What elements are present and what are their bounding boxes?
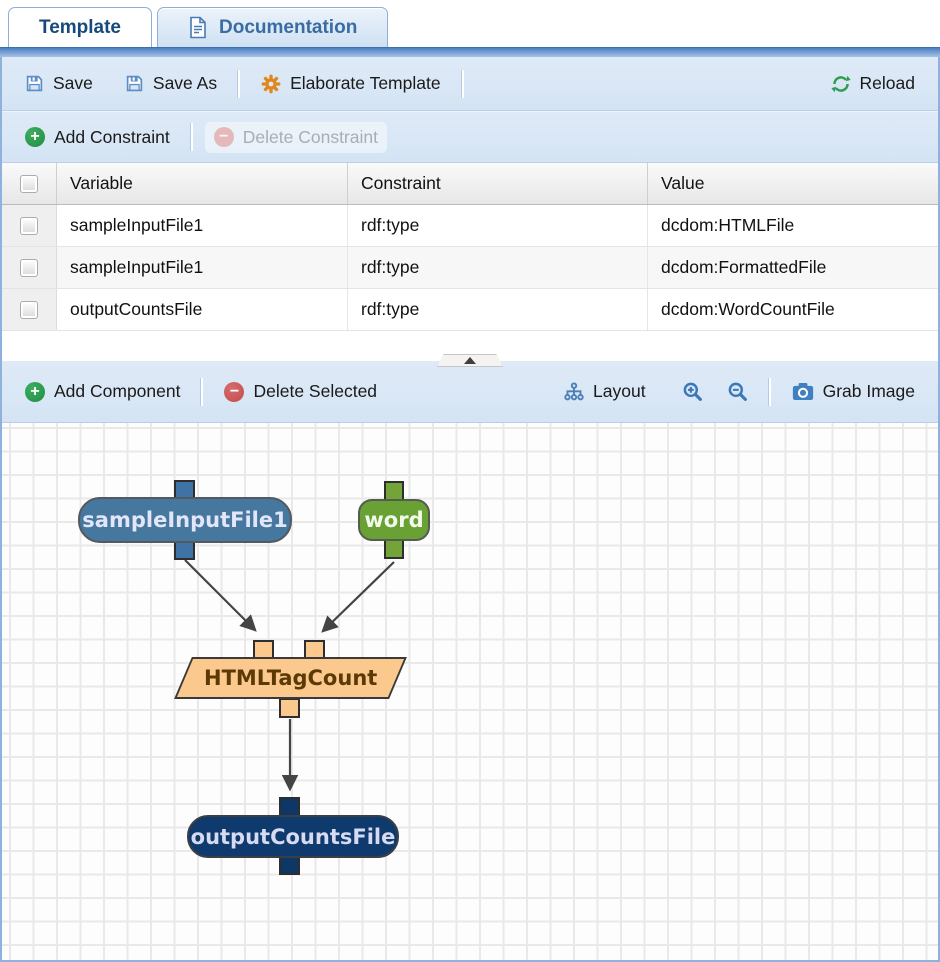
zoom-out-icon	[727, 381, 748, 402]
constraints-table-header: Variable Constraint Value	[2, 163, 938, 205]
cell-constraint: rdf:type	[347, 247, 647, 288]
table-row[interactable]: sampleInputFile1 rdf:type dcdom:HTMLFile	[2, 205, 938, 247]
node-label: HTMLTagCount	[203, 666, 378, 690]
toolbar-separator	[190, 123, 193, 151]
node-word[interactable]: word	[358, 499, 430, 541]
save-icon	[25, 74, 44, 93]
add-constraint-button[interactable]: + Add Constraint	[16, 122, 179, 153]
layout-button[interactable]: Layout	[555, 376, 655, 407]
column-header-variable[interactable]: Variable	[70, 173, 133, 193]
toolbar-separator	[768, 377, 771, 406]
cell-variable: outputCountsFile	[70, 299, 203, 319]
cell-constraint: rdf:type	[347, 289, 647, 330]
table-row[interactable]: sampleInputFile1 rdf:type dcdom:Formatte…	[2, 247, 938, 289]
zoom-out-button[interactable]	[718, 376, 757, 407]
select-all-checkbox[interactable]	[20, 174, 38, 193]
camera-icon	[792, 382, 814, 401]
document-icon	[188, 16, 208, 39]
add-component-label: Add Component	[54, 381, 181, 401]
constraints-toolbar: + Add Constraint − Delete Constraint	[2, 111, 938, 163]
cell-variable: sampleInputFile1	[70, 257, 204, 277]
zoom-in-button[interactable]	[673, 376, 712, 407]
cell-value: dcdom:WordCountFile	[647, 289, 938, 330]
save-label: Save	[53, 73, 93, 93]
reload-label: Reload	[859, 73, 915, 93]
node-sampleInputFile1[interactable]: sampleInputFile1	[78, 497, 292, 543]
gear-icon	[261, 74, 281, 94]
port-htmltagcount-output[interactable]	[279, 698, 300, 718]
toolbar-separator	[461, 69, 464, 98]
node-label: word	[364, 508, 424, 532]
node-label: sampleInputFile1	[82, 508, 288, 532]
reload-button[interactable]: Reload	[822, 68, 924, 99]
save-as-icon	[125, 74, 144, 93]
column-header-value[interactable]: Value	[647, 163, 938, 204]
collapse-triangle-icon	[464, 357, 476, 364]
row-checkbox-cell	[2, 289, 57, 330]
delete-selected-button[interactable]: − Delete Selected	[215, 376, 386, 407]
grab-image-button[interactable]: Grab Image	[783, 376, 924, 407]
main-toolbar: Save Save As	[2, 57, 938, 111]
tab-bar: Template Documentation	[0, 0, 940, 47]
cell-variable: sampleInputFile1	[70, 215, 204, 235]
minus-circle-icon: −	[224, 381, 245, 402]
row-checkbox-cell	[2, 247, 57, 288]
delete-selected-label: Delete Selected	[253, 381, 378, 401]
grab-image-label: Grab Image	[822, 381, 915, 401]
template-panel: Save Save As	[0, 57, 940, 962]
canvas-toolbar: + Add Component − Delete Selected	[2, 354, 938, 423]
elaborate-template-label: Elaborate Template	[290, 73, 441, 93]
cell-value: dcdom:FormattedFile	[647, 247, 938, 288]
tab-documentation-label: Documentation	[219, 16, 358, 38]
elaborate-template-button[interactable]: Elaborate Template	[252, 68, 449, 99]
column-header-constraint[interactable]: Constraint	[347, 163, 647, 204]
plus-circle-icon: +	[25, 381, 45, 402]
add-component-button[interactable]: + Add Component	[16, 376, 189, 407]
save-as-button[interactable]: Save As	[116, 68, 226, 99]
reload-icon	[830, 74, 851, 94]
delete-constraint-button[interactable]: − Delete Constraint	[204, 121, 387, 153]
node-outputCountsFile[interactable]: outputCountsFile	[187, 815, 399, 858]
select-all-cell	[2, 163, 57, 204]
layout-label: Layout	[593, 381, 646, 401]
node-HTMLTagCount[interactable]: HTMLTagCount	[174, 657, 407, 699]
cell-constraint: rdf:type	[347, 205, 647, 246]
workflow-canvas[interactable]: sampleInputFile1 word HTMLTagCount outpu…	[2, 423, 938, 960]
node-label: outputCountsFile	[190, 824, 396, 849]
toolbar-separator	[238, 69, 241, 98]
row-checkbox[interactable]	[20, 300, 38, 319]
plus-circle-icon: +	[25, 127, 45, 147]
tab-template[interactable]: Template	[8, 7, 153, 47]
workflow-edges	[184, 559, 395, 792]
tab-strip	[0, 47, 940, 57]
minus-circle-icon: −	[213, 127, 234, 147]
row-checkbox-cell	[2, 205, 57, 246]
constraints-table: Variable Constraint Value sampleInputFil…	[2, 163, 938, 331]
toolbar-separator	[201, 377, 204, 406]
row-checkbox[interactable]	[20, 258, 38, 277]
table-row[interactable]: outputCountsFile rdf:type dcdom:WordCoun…	[2, 289, 938, 331]
row-checkbox[interactable]	[20, 216, 38, 235]
tab-template-label: Template	[39, 16, 122, 38]
splitter-handle[interactable]	[437, 354, 503, 367]
cell-value: dcdom:HTMLFile	[647, 205, 938, 246]
save-button[interactable]: Save	[16, 68, 102, 99]
tab-documentation[interactable]: Documentation	[157, 7, 389, 47]
delete-constraint-label: Delete Constraint	[242, 126, 378, 147]
save-as-label: Save As	[152, 73, 218, 93]
zoom-in-icon	[682, 381, 703, 402]
layout-icon	[564, 382, 584, 401]
add-constraint-label: Add Constraint	[54, 126, 170, 147]
